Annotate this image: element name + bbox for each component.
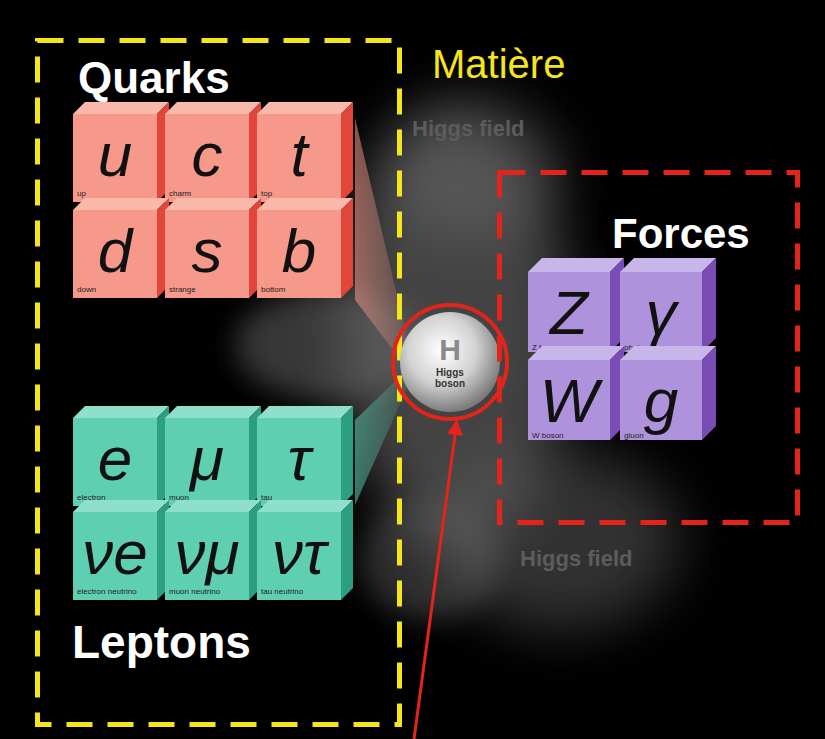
pointer-arrow: [414, 419, 463, 739]
cube-side-face: [341, 500, 353, 600]
dashed-border: [38, 41, 400, 725]
particle-symbol: ντ: [272, 522, 326, 584]
particle-symbol: H: [439, 335, 461, 365]
quark-cube: t top: [257, 114, 341, 202]
higgs-sphere: HHiggs boson: [400, 312, 500, 412]
particle-name: strange: [169, 286, 196, 294]
sphere: [400, 312, 500, 412]
group-heading: Leptons: [72, 619, 251, 665]
quark-cube: ccharm: [165, 114, 249, 202]
particle-symbol: u: [98, 124, 132, 186]
cube-top-face: [73, 406, 169, 418]
quark-cube: u up: [73, 114, 157, 202]
cube-top-face: [528, 346, 624, 360]
lepton-cube: eelectron: [73, 418, 157, 506]
arrow-shaft: [414, 435, 455, 739]
highlight-ring: [393, 305, 507, 419]
particle-symbol: μ: [190, 428, 224, 490]
particle-symbol: γ: [646, 282, 677, 344]
particle-symbol: b: [282, 220, 316, 282]
particle-symbol: Z: [550, 282, 588, 344]
cube-side-face: [341, 406, 353, 506]
particle-symbol: νe: [82, 522, 147, 584]
boson-cube: ZZ boson: [528, 272, 610, 352]
cube-top-face: [257, 406, 353, 418]
cloud-part: [380, 100, 560, 240]
forces-group-box: ForcesZZ bosonγphotonWW bosonggluon: [497, 170, 800, 525]
cube-top-face: [620, 346, 716, 360]
particle-name: muon neutrino: [169, 588, 220, 596]
particle-name: down: [77, 286, 96, 294]
cube-top-face: [165, 198, 261, 210]
particle-symbol: g: [644, 370, 678, 432]
cube-top-face: [165, 406, 261, 418]
particle-name: bottom: [261, 286, 285, 294]
arrow-head: [447, 419, 463, 436]
quark-cube: ddown: [73, 210, 157, 298]
particle-symbol: W: [540, 370, 599, 432]
particle-name: up: [77, 190, 86, 198]
particle-name: W boson: [532, 432, 564, 440]
cube-top-face: [257, 198, 353, 210]
particle-symbol: s: [192, 220, 223, 282]
cloud-part: [360, 500, 500, 620]
particle-symbol: e: [98, 428, 132, 490]
quark-cube: b bottom: [257, 210, 341, 298]
cube-top-face: [73, 198, 169, 210]
particle-name: Higgs boson: [427, 367, 473, 389]
watermark-text: Higgs field: [412, 118, 524, 140]
cube-top-face: [73, 500, 169, 512]
higgs-field-cloud: [235, 100, 680, 630]
lepton-cube: ντ tau neutrino: [257, 512, 341, 600]
particle-symbol: d: [98, 220, 132, 282]
particle-symbol: νμ: [175, 522, 240, 584]
quark-cube: s strange: [165, 210, 249, 298]
watermark-text: Higgs field: [520, 548, 632, 570]
group-title: Matière: [432, 44, 565, 84]
boson-cube: WW boson: [528, 360, 610, 440]
cube-side-face: [702, 258, 716, 352]
lepton-cube: μmuon: [165, 418, 249, 506]
particle-name: electron neutrino: [77, 588, 137, 596]
cube-side-face: [341, 198, 353, 298]
particle-symbol: c: [192, 124, 223, 186]
particle-name: top: [261, 190, 272, 198]
particle-name: charm: [169, 190, 191, 198]
lepton-cube: νe electron neutrino: [73, 512, 157, 600]
cube-top-face: [528, 258, 624, 272]
cube-side-face: [341, 102, 353, 202]
cube-top-face: [257, 102, 353, 114]
cube-top-face: [257, 500, 353, 512]
lepton-cube: τtau: [257, 418, 341, 506]
particle-name: gluon: [624, 432, 644, 440]
matter-group-box: QuarksMatièreLeptonsuupccharmttopddownss…: [35, 38, 402, 727]
boson-cube: γphoton: [620, 272, 702, 352]
boson-cube: ggluon: [620, 360, 702, 440]
lepton-cube: νμ muon neutrino: [165, 512, 249, 600]
particle-name: tau neutrino: [261, 588, 303, 596]
dashed-border: [500, 173, 798, 523]
particle-symbol: τ: [287, 428, 310, 490]
group-heading: Forces: [612, 213, 750, 255]
particle-symbol: t: [290, 124, 307, 186]
cube-top-face: [165, 102, 261, 114]
cube-top-face: [73, 102, 169, 114]
cube-top-face: [620, 258, 716, 272]
cube-top-face: [165, 500, 261, 512]
group-heading: Quarks: [78, 56, 230, 100]
cube-side-face: [702, 346, 716, 440]
